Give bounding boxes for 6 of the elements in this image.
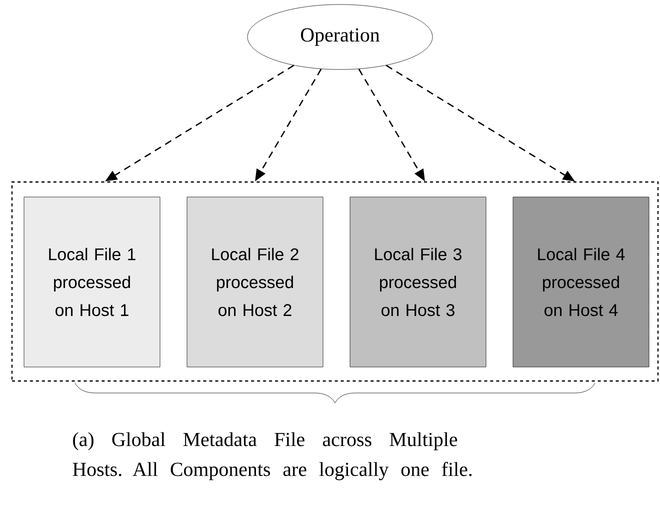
dashed-container bbox=[11, 181, 659, 382]
file-box: Local File 4 processed on Host 4 bbox=[512, 196, 650, 368]
file-box: Local File 1 processed on Host 1 bbox=[24, 196, 160, 368]
file-box: Local File 2 processed on Host 2 bbox=[186, 196, 324, 368]
caption: (a) Global Metadata File across Multiple Hosts. All Components are logically one file. bbox=[72, 432, 472, 480]
file-box: Local File 3 processed on Host 3 bbox=[350, 196, 486, 368]
